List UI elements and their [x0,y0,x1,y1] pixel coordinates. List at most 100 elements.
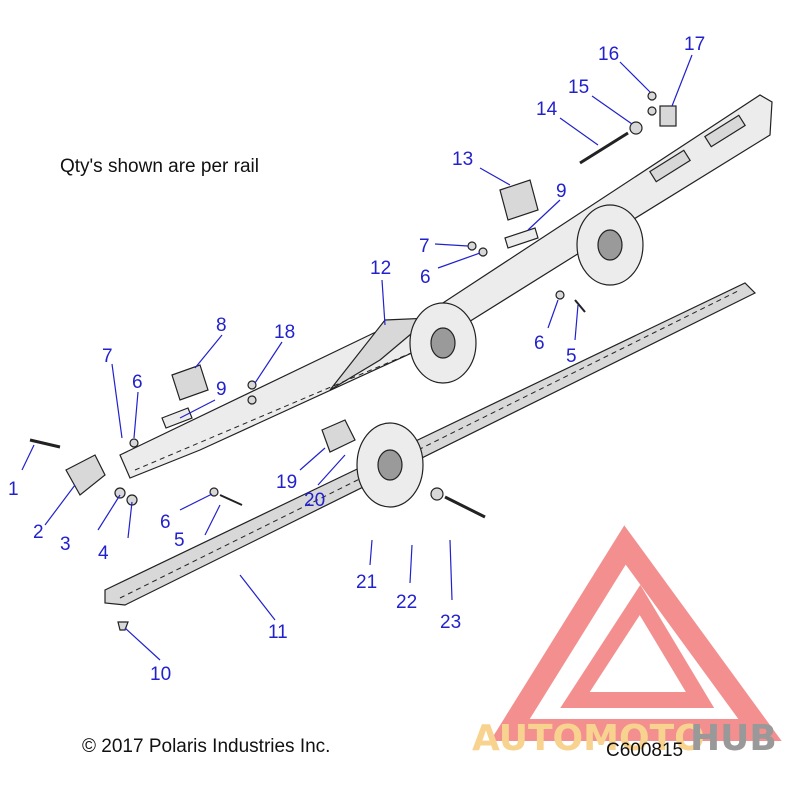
rail-frame [119,94,773,479]
leader-11 [239,574,276,621]
bolt-5-mid [574,299,586,313]
leader-4 [127,501,133,539]
callout-20: 20 [304,490,325,511]
idler-wheel-rear [576,204,644,286]
callout-11: 11 [268,622,288,643]
callout-21: 21 [356,572,377,593]
leader-1 [21,444,35,471]
leader-5-mid [574,304,579,341]
shaft-19 [321,419,356,453]
washer-6-left [129,438,139,448]
leader-16 [619,61,651,93]
copyright-text: © 2017 Polaris Industries Inc. [82,736,330,757]
leader-23 [449,539,453,601]
leader-14 [559,117,599,146]
spacer-9-right [504,227,539,249]
spacer-9-left [161,407,193,429]
callout-23: 23 [440,612,461,633]
callout-6-front: 6 [160,512,171,533]
spacer-15 [629,121,643,135]
bracket-17 [659,105,677,127]
washer-6-mid [555,290,565,300]
callout-4: 4 [98,543,109,564]
callout-2: 2 [33,522,44,543]
callout-15: 15 [568,77,589,98]
washer-22 [430,487,444,501]
rail-frame-cutout-1 [704,114,746,148]
leader-9-right [527,199,561,231]
leader-20 [317,454,346,486]
leader-6-mid [547,299,559,329]
nut-7 [467,241,477,251]
callout-6-left: 6 [132,372,143,393]
watermark-word-a: AUTOMOTO [472,718,705,759]
leader-18 [254,341,283,384]
idler-wheel-lower-hub [377,449,403,481]
bolt-16-b [647,106,657,116]
leader-9-left [179,399,216,419]
logo-triangle-outer [490,525,782,741]
leader-lines [21,54,693,661]
bolt-1 [29,438,61,449]
rail-frame-body [119,94,773,479]
idler-wheel-front-hub [430,327,456,359]
slide-rail [104,282,757,606]
callout-17: 17 [684,34,705,55]
bolt-16-a [647,91,657,101]
callout-18: 18 [274,322,295,343]
leader-7-top [434,243,469,247]
diagram-code: C600815 [606,740,683,761]
callout-13: 13 [452,149,473,170]
callout-6-top: 6 [420,267,431,288]
quantity-note: Qty's shown are per rail [60,156,259,177]
callout-9-right: 9 [556,181,567,202]
callout-labels: 1 2 3 4 5 5 6 6 6 6 7 7 8 9 9 10 11 12 1… [8,34,705,685]
bolt-14 [579,131,629,165]
leader-2 [44,484,76,526]
leader-10 [124,627,161,661]
callout-22: 22 [396,592,417,613]
callout-10: 10 [150,664,171,685]
hardware [29,91,677,631]
leader-17 [671,54,693,107]
leader-5-front [204,504,221,536]
callout-7-top: 7 [419,236,430,257]
idler-wheel-front [409,302,477,384]
bolt-5-front [219,494,243,506]
nut-18-b [247,395,257,405]
leader-6-top [437,252,481,269]
callout-12: 12 [370,258,391,279]
callout-9-left: 9 [216,379,227,400]
callout-16: 16 [598,44,619,65]
callout-19: 19 [276,472,297,493]
washer-6-top [478,247,488,257]
callout-8: 8 [216,315,227,336]
callout-6-mid: 6 [534,333,545,354]
leader-21 [369,539,373,566]
bumper-block-8 [171,364,209,401]
end-cap-2 [65,454,106,496]
watermark-word-b: HUB [690,718,777,759]
callout-3: 3 [60,534,71,555]
callout-14: 14 [536,99,558,120]
leader-15 [591,95,633,125]
bolt-23 [444,495,486,519]
idler-wheel-rear-hub [597,229,623,261]
leader-12 [381,279,386,326]
leader-13 [479,167,511,186]
callout-5-front: 5 [174,530,185,551]
leader-6-front [179,493,213,511]
callout-5-mid: 5 [566,346,577,367]
bumper-block-13 [499,179,539,221]
callout-7-left: 7 [102,346,113,367]
leader-7-left [111,363,123,439]
washer-3 [114,487,126,499]
nut-18-a [247,380,257,390]
leader-22 [409,544,413,584]
idler-wheel-lower [356,422,424,508]
automotohub-logo: AUTOMOTO HUB [472,525,782,759]
slide-rail-groove [119,289,741,599]
rail-frame-cutout-2 [649,149,691,183]
